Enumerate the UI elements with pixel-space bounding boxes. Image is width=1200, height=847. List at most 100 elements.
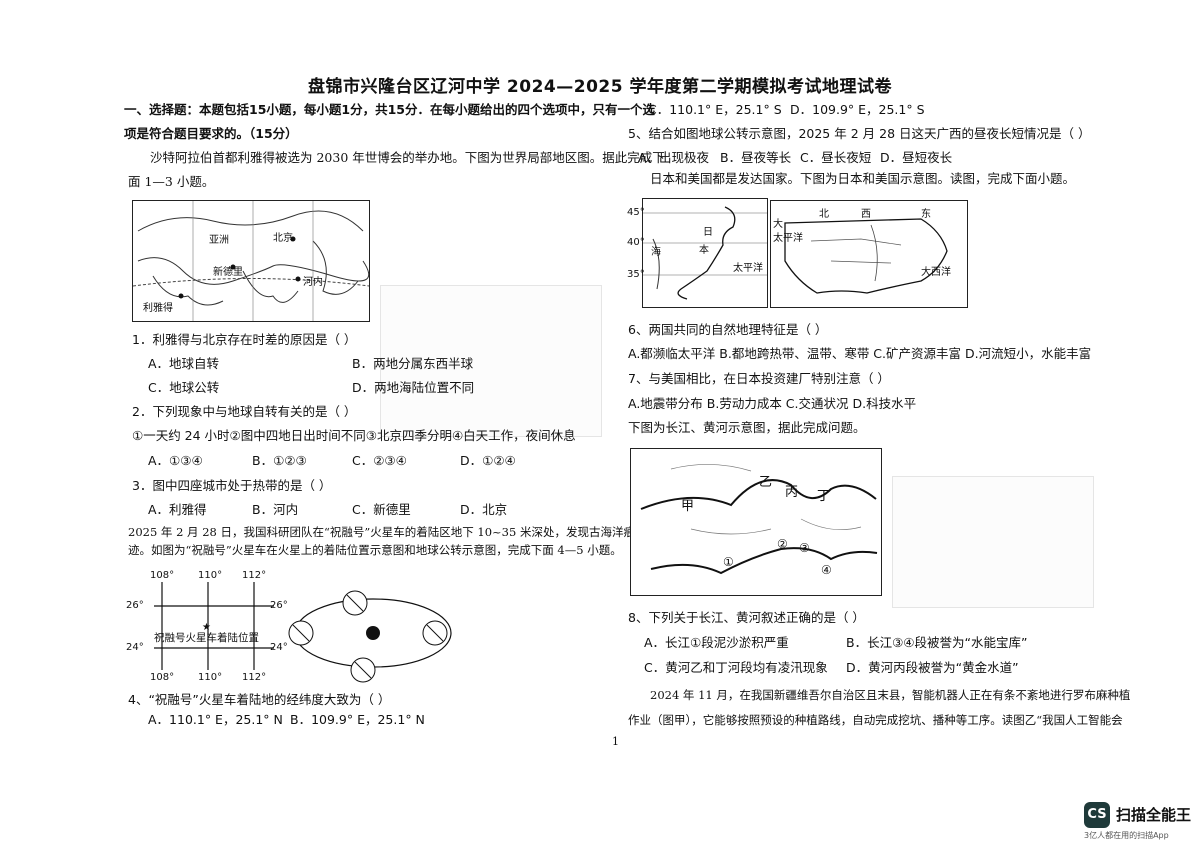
q2-option-b: B．①②③	[252, 453, 307, 468]
page-number: 1	[612, 735, 619, 748]
q8-stem: 8、下列关于长江、黄河叙述正确的是（ ）	[628, 610, 865, 625]
usa-label-big: 大	[773, 219, 783, 230]
river-label-bing: 丙	[785, 485, 799, 500]
q2-option-d: D．①②④	[460, 453, 516, 468]
q5-option-a: A．出现极夜	[638, 150, 710, 165]
watermark-name: 扫描全能王	[1116, 806, 1192, 824]
river-section-4: ④	[821, 563, 832, 577]
q4-option-d: D．109.9° E，25.1° S	[790, 102, 925, 117]
intro-paragraph-2: 2025 年 2 月 28 日，我国科研团队在“祝融号”火星车的着陆区地下 10…	[128, 525, 635, 539]
section-heading: 一、选择题：本题包括15小题，每小题1分，共15分．在每小题给出的四个选项中，只…	[124, 102, 655, 117]
q3-option-a: A．利雅得	[148, 502, 207, 517]
lon-top-3: 112°	[242, 570, 267, 581]
landing-site-label: 祝融号火星车着陆位置	[154, 632, 259, 644]
japan-label-ri: 日	[703, 227, 713, 238]
japan-label-ben: 本	[699, 245, 709, 256]
q4-stem: 4、“祝融号”火星车着陆地的经纬度大致为（ ）	[128, 692, 391, 707]
intro-paragraph-1-cont: 面 1—3 小题。	[128, 174, 215, 189]
grid-lines: ★	[154, 582, 274, 670]
map-label-riyadh: 利雅得	[143, 303, 173, 314]
map-label-hanoi: 河内	[303, 277, 323, 288]
q3-option-b: B．河内	[252, 502, 299, 517]
world-map: 亚洲 北京 利雅得 新德里 河内	[132, 200, 370, 322]
japan-label-pacific: 太平洋	[733, 263, 763, 274]
q6-options: A.都濒临太平洋 B.都地跨热带、温带、寒带 C.矿产资源丰富 D.河流短小，水…	[628, 346, 1092, 361]
svg-text:★: ★	[202, 622, 211, 633]
q8-option-d: D．黄河丙段被誉为“黄金水道”	[846, 660, 1019, 675]
intro-paragraph-3: 日本和美国都是发达国家。下图为日本和美国示意图。读图，完成下面小题。	[650, 171, 1076, 186]
usa-label-pacific: 太平洋	[773, 233, 803, 244]
orbit-drawing	[288, 590, 452, 683]
usa-map: 大 太平洋 北 西 东 大西洋	[770, 200, 968, 308]
japan-label-sea: 海	[651, 247, 661, 258]
q5-option-c: C．昼长夜短	[800, 150, 872, 165]
japan-drawing	[643, 206, 767, 300]
lon-bottom-1: 108°	[150, 672, 175, 683]
lon-top-2: 110°	[198, 570, 223, 581]
lat-left-2: 24°	[126, 642, 144, 653]
q1-stem: 1．利雅得与北京存在时差的原因是（ ）	[132, 332, 357, 347]
q1-option-a: A．地球自转	[148, 356, 220, 371]
world-map-drawing	[132, 201, 370, 321]
q1-option-d: D．两地海陆位置不同	[352, 380, 475, 395]
lon-bottom-2: 110°	[198, 672, 223, 683]
intro-paragraph-2-cont: 迹。如图为“祝融号”火星车在火星上的着陆位置示意图和地球公转示意图，完成下面 4…	[128, 543, 622, 557]
q1-option-b: B．两地分属东西半球	[352, 356, 474, 371]
map-label-asia: 亚洲	[209, 235, 229, 246]
map-label-newdelhi: 新德里	[213, 267, 243, 278]
q2-option-c: C．②③④	[352, 453, 407, 468]
usa-drawing	[784, 218, 948, 294]
lat-right-2: 24°	[270, 642, 288, 653]
intro-paragraph-4: 下图为长江、黄河示意图，据此完成问题。	[628, 420, 866, 435]
q2-option-a: A．①③④	[148, 453, 203, 468]
intro-paragraph-1: 沙特阿拉伯首都利雅得被选为 2030 年世博会的举办地。下图为世界局部地区图。据…	[150, 150, 665, 165]
river-section-2: ②	[777, 537, 788, 551]
q4-option-c: C．110.1° E，25.1° S	[648, 102, 782, 117]
lon-bottom-3: 112°	[242, 672, 267, 683]
section-heading-cont: 项是符合题目要求的。（15分）	[124, 126, 298, 141]
q3-stem: 3．图中四座城市处于热带的是（ ）	[132, 478, 332, 493]
q4-option-a: A．110.1° E，25.1° N	[148, 712, 283, 727]
river-section-3: ③	[799, 541, 810, 555]
q8-option-b: B．长江③④段被誉为“水能宝库”	[846, 635, 1028, 650]
lat-right-1: 26°	[270, 600, 288, 611]
cs-logo-icon: CS	[1084, 802, 1110, 828]
q7-stem: 7、与美国相比，在日本投资建厂特别注意（ ）	[628, 371, 890, 386]
q8-option-c: C．黄河乙和丁河段均有凌汛现象	[644, 660, 828, 675]
q5-option-d: D．昼短夜长	[880, 150, 953, 165]
japan-lat-35: 35°	[627, 269, 645, 280]
q2-statements: ①一天约 24 小时②图中四地日出时间不同③北京四季分明④白天工作，夜间休息	[132, 428, 576, 443]
usa-label-north: 北	[819, 209, 829, 220]
faded-figure	[380, 285, 602, 437]
q3-option-c: C．新德里	[352, 502, 411, 517]
q1-option-c: C．地球公转	[148, 380, 220, 395]
watermark-tagline: 3亿人都在用的扫描App	[1084, 831, 1169, 840]
q8-option-a: A．长江①段泥沙淤积严重	[644, 635, 789, 650]
intro-paragraph-5: 2024 年 11 月，在我国新疆维吾尔自治区且末县，智能机器人正在有条不紊地进…	[650, 688, 1131, 702]
river-label-ding: 丁	[817, 489, 831, 504]
earth-orbit-diagram	[285, 578, 460, 688]
q7-options: A.地震带分布 B.劳动力成本 C.交通状况 D.科技水平	[628, 396, 917, 411]
river-label-jia: 甲	[681, 499, 695, 514]
usa-label-east: 东	[921, 209, 931, 220]
faded-figure-right	[892, 476, 1094, 608]
q2-stem: 2．下列现象中与地球自转有关的是（ ）	[132, 404, 357, 419]
river-label-yi: 乙	[759, 475, 773, 490]
river-map: 甲 乙 丙 丁 ① ② ③ ④	[630, 448, 882, 596]
japan-map: 45° 40° 35° 日 本 太平洋 海	[627, 198, 768, 308]
usa-label-west: 西	[861, 209, 871, 220]
intro-paragraph-5-cont: 作业（图甲），它能够按照预设的种植路线，自动完成挖坑、播种等工序。读图乙“我国人…	[628, 713, 1123, 727]
japan-lat-40: 40°	[627, 237, 645, 248]
landing-site-grid: ★ 108° 110° 112° 108° 110° 112° 26° 24° …	[124, 568, 296, 684]
japan-lat-45: 45°	[627, 207, 645, 218]
q3-option-d: D．北京	[460, 502, 508, 517]
lat-left-1: 26°	[126, 600, 144, 611]
river-drawing	[640, 464, 878, 575]
q4-option-b: B．109.9° E，25.1° N	[290, 712, 425, 727]
river-section-1: ①	[723, 555, 734, 569]
scanner-watermark: CS 扫描全能王 3亿人都在用的扫描App	[1084, 800, 1194, 840]
q5-option-b: B．昼夜等长	[720, 150, 792, 165]
q5-stem: 5、结合如图地球公转示意图，2025 年 2 月 28 日这天广西的昼夜长短情况…	[628, 126, 1091, 141]
usa-label-atlantic: 大西洋	[921, 267, 951, 278]
lon-top-1: 108°	[150, 570, 175, 581]
